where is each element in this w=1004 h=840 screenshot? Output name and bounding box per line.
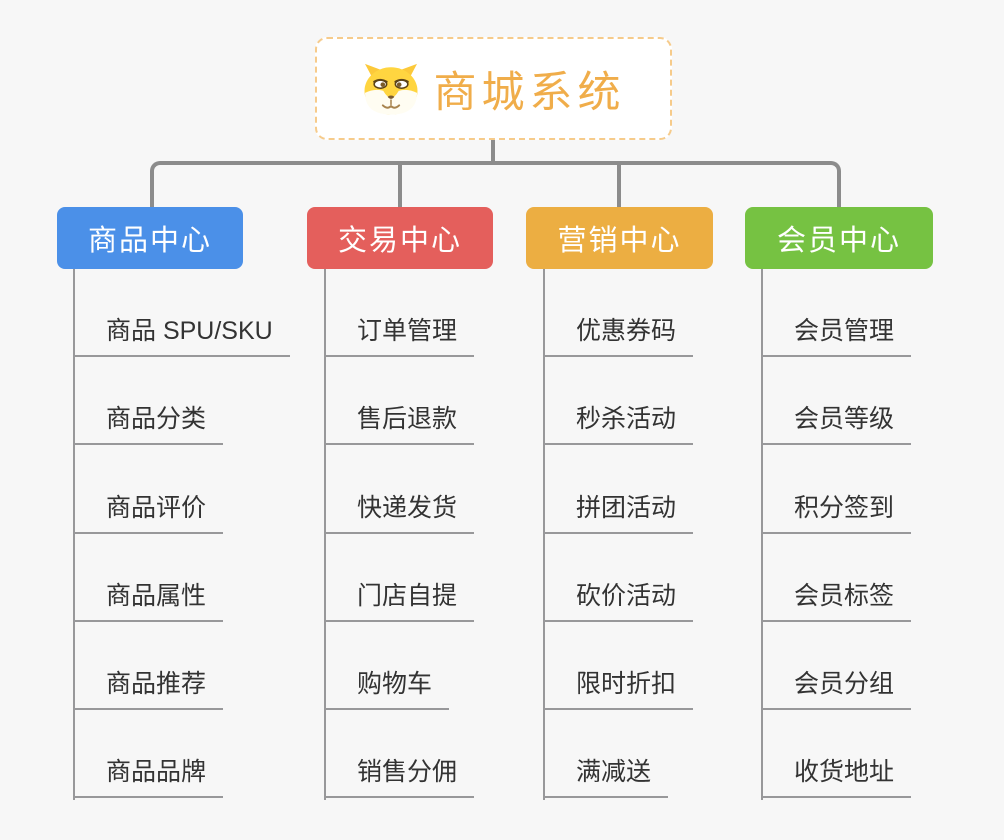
branch-node-trade-center[interactable]: 交易中心: [307, 207, 493, 269]
leaf-node[interactable]: 商品分类: [73, 357, 323, 446]
connector-branch-line: [324, 269, 326, 801]
dog-face-icon: [364, 63, 417, 115]
leaf-node-label: 会员等级: [761, 399, 912, 446]
branch-node-label: 商品中心: [87, 225, 212, 257]
leaf-node[interactable]: 会员分组: [761, 622, 1004, 710]
leaf-node-label: 商品分类: [73, 399, 224, 446]
leaf-node-label: 砍价活动: [543, 576, 694, 622]
leaf-node[interactable]: 秒杀活动: [543, 357, 793, 446]
leaf-node[interactable]: 商品评价: [73, 445, 323, 534]
connector-elbow-left: [150, 161, 493, 207]
leaf-node-label: 商品属性: [73, 576, 224, 622]
connector-branch-line: [761, 269, 763, 801]
leaf-node[interactable]: 优惠券码: [543, 269, 793, 358]
root-node-title: 商城系统: [433, 68, 626, 117]
leaf-node-label: 售后退款: [324, 399, 475, 446]
leaf-node[interactable]: 商品推荐: [73, 622, 323, 710]
leaf-node[interactable]: 订单管理: [324, 269, 574, 358]
connector-elbow-right: [493, 161, 841, 207]
leaf-node-label: 门店自提: [324, 576, 475, 622]
leaf-node-label: 会员管理: [761, 311, 912, 358]
leaf-node[interactable]: 商品品牌: [73, 710, 323, 799]
leaf-node[interactable]: 收货地址: [761, 710, 1004, 799]
connector-root-stem: [491, 139, 495, 164]
leaf-node[interactable]: 限时折扣: [543, 622, 793, 710]
branch-children-product-center: 商品 SPU/SKU 商品分类商品评价商品属性商品推荐商品品牌: [73, 269, 323, 801]
leaf-node[interactable]: 商品 SPU/SKU: [73, 269, 323, 358]
leaf-node-label: 商品推荐: [73, 664, 224, 710]
branch-node-label: 会员中心: [776, 225, 901, 257]
leaf-node-label: 订单管理: [324, 311, 475, 358]
leaf-node-label: 限时折扣: [543, 664, 694, 710]
leaf-node-label: 商品评价: [73, 488, 224, 534]
branch-node-label: 营销中心: [557, 225, 682, 257]
leaf-node[interactable]: 会员标签: [761, 534, 1004, 622]
leaf-node-label: 优惠券码: [543, 311, 694, 358]
leaf-node-label: 收货地址: [761, 752, 912, 799]
connector-branch-line: [73, 269, 75, 801]
branch-children-trade-center: 订单管理售后退款快递发货门店自提购物车销售分佣: [324, 269, 574, 801]
leaf-node[interactable]: 购物车: [324, 622, 574, 710]
leaf-node[interactable]: 商品属性: [73, 534, 323, 622]
branch-node-marketing-center[interactable]: 营销中心: [526, 207, 713, 269]
leaf-node-label: 购物车: [324, 664, 450, 710]
branch-node-label: 交易中心: [337, 225, 462, 257]
branch-node-product-center[interactable]: 商品中心: [57, 207, 243, 269]
leaf-node[interactable]: 拼团活动: [543, 445, 793, 534]
connector-drop-trade: [398, 163, 402, 207]
leaf-node-label: 销售分佣: [324, 752, 475, 799]
leaf-node-label: 满减送: [543, 752, 669, 799]
leaf-node-label: 积分签到: [761, 488, 912, 534]
leaf-node[interactable]: 会员管理: [761, 269, 1004, 358]
leaf-node[interactable]: 门店自提: [324, 534, 574, 622]
leaf-node-label: 会员标签: [761, 576, 912, 622]
branch-children-member-center: 会员管理会员等级积分签到会员标签会员分组收货地址: [761, 269, 1004, 801]
leaf-node[interactable]: 满减送: [543, 710, 793, 799]
leaf-node-label: 快递发货: [324, 488, 475, 534]
leaf-node-label: 秒杀活动: [543, 399, 694, 446]
branch-node-member-center[interactable]: 会员中心: [745, 207, 933, 269]
leaf-node[interactable]: 售后退款: [324, 357, 574, 446]
leaf-node[interactable]: 销售分佣: [324, 710, 574, 799]
leaf-node-label: 商品品牌: [73, 752, 224, 799]
root-node[interactable]: 商城系统: [315, 37, 672, 140]
connector-drop-marketing: [617, 163, 621, 207]
leaf-node-label: 会员分组: [761, 664, 912, 710]
connector-branch-line: [543, 269, 545, 801]
branch-children-marketing-center: 优惠券码秒杀活动拼团活动砍价活动限时折扣满减送: [543, 269, 793, 801]
leaf-node-label: 商品 SPU/SKU: [73, 311, 290, 358]
leaf-node[interactable]: 积分签到: [761, 445, 1004, 534]
leaf-node[interactable]: 快递发货: [324, 445, 574, 534]
leaf-node[interactable]: 砍价活动: [543, 534, 793, 622]
leaf-node[interactable]: 会员等级: [761, 357, 1004, 446]
leaf-node-label: 拼团活动: [543, 488, 694, 534]
